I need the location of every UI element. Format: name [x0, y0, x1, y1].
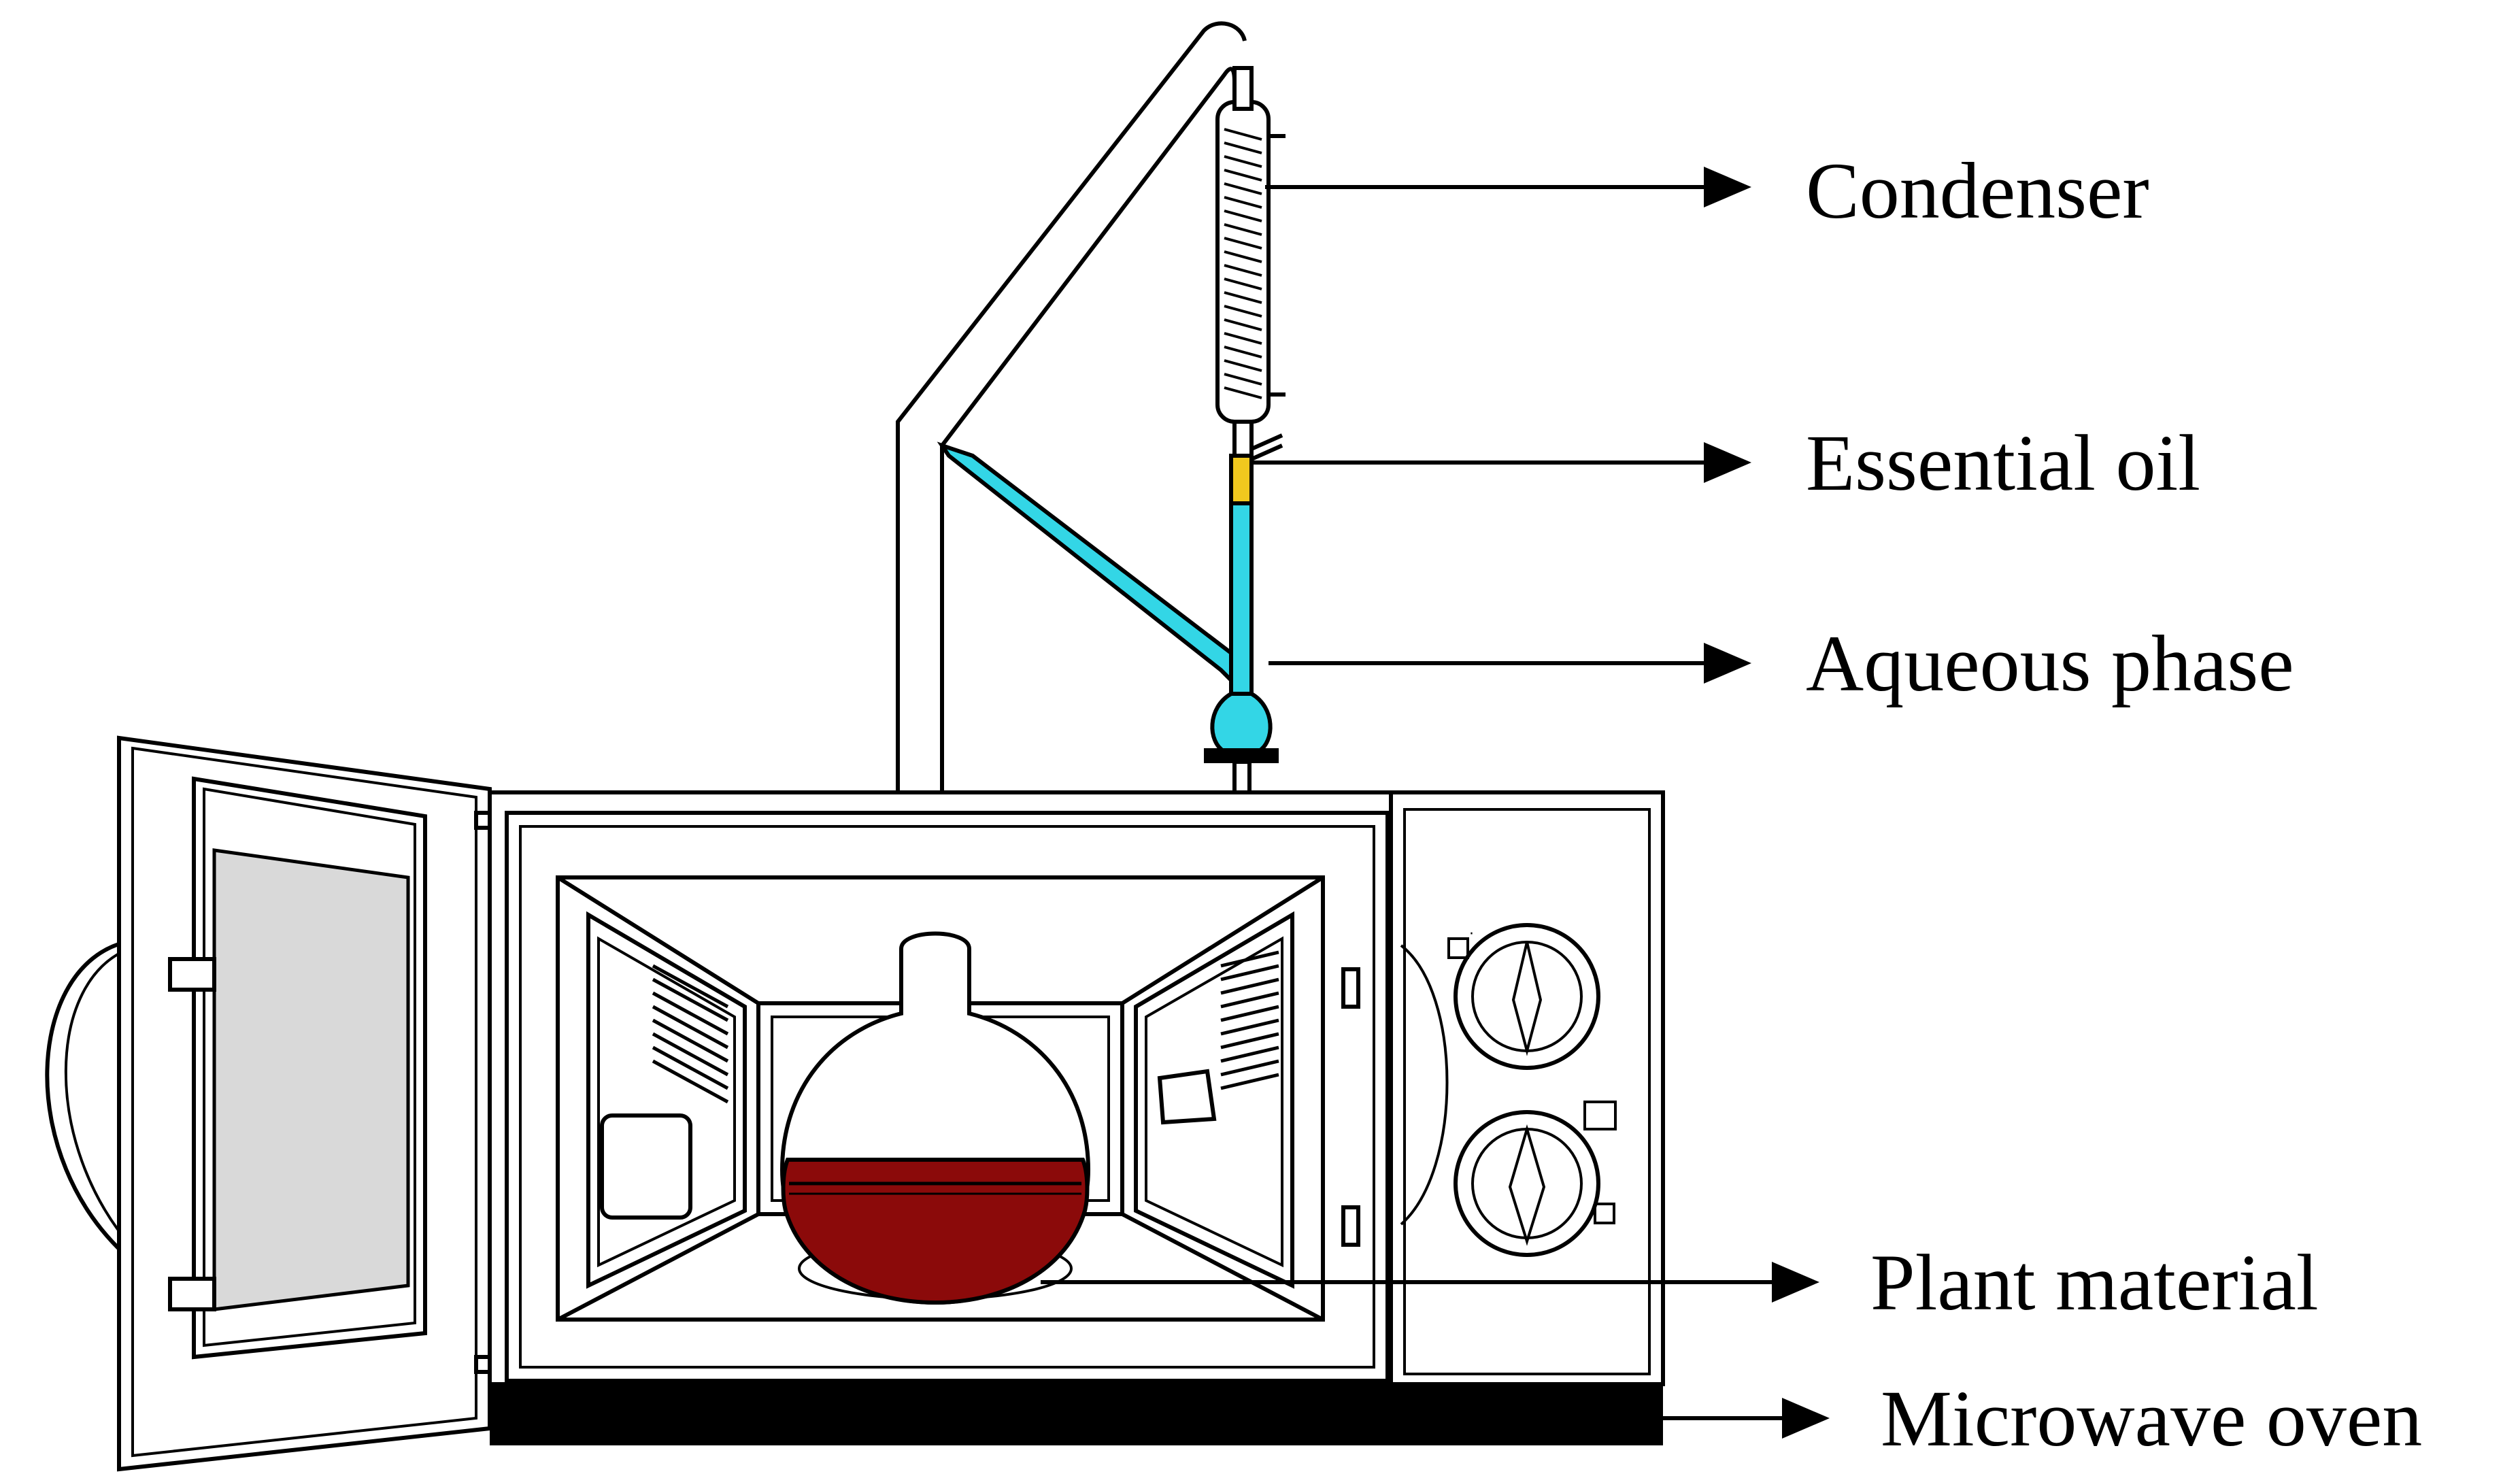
- aqueous-phase-layer: [1229, 501, 1254, 699]
- oven-base: [490, 1384, 1663, 1445]
- essential-oil-layer: [1229, 454, 1254, 505]
- round-bottom-flask: [779, 931, 1091, 1305]
- oven-body: ·: [488, 790, 1665, 1445]
- svg-text:·: ·: [1469, 926, 1474, 943]
- separator: [937, 441, 1279, 794]
- condenser: [1215, 66, 1286, 461]
- leader-arrows: [1041, 167, 1830, 1439]
- label-microwave-oven: Microwave oven: [1881, 1374, 2422, 1463]
- plant-material-fill: [781, 1158, 1090, 1305]
- label-plant-material: Plant material: [1870, 1238, 2319, 1327]
- timer-dial: [1454, 1101, 1617, 1257]
- right-vent-grille: [1220, 950, 1279, 1090]
- left-vent-grille: [652, 964, 729, 1104]
- oven-door: [45, 735, 499, 1472]
- vapour-tube: [896, 21, 1247, 792]
- label-aqueous-phase: Aqueous phase: [1806, 619, 2294, 708]
- control-panel: [1389, 790, 1665, 1386]
- power-dial: ·: [1447, 923, 1600, 1070]
- label-essential-oil: Essential oil: [1806, 418, 2200, 507]
- label-condenser: Condenser: [1806, 146, 2149, 235]
- door-glass: [212, 848, 410, 1311]
- return-arm: [937, 441, 1233, 686]
